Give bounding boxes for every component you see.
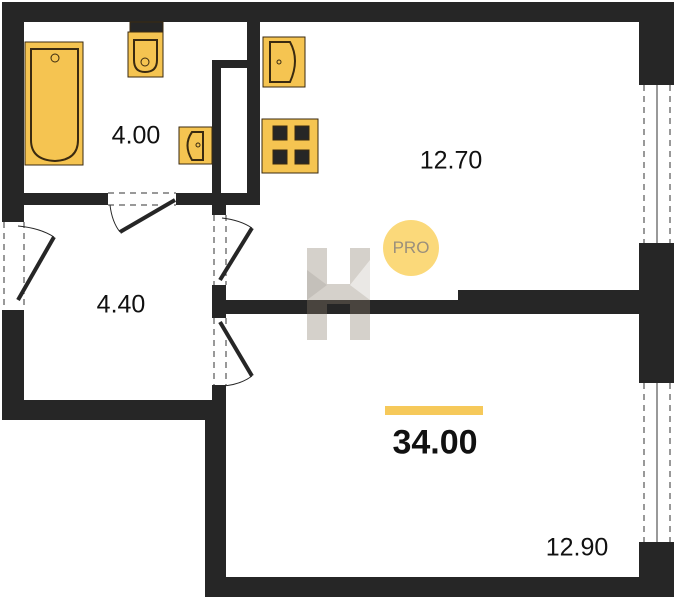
room-area-kitchen: 12.70	[419, 146, 483, 175]
pro-badge-text: PRO	[392, 238, 430, 257]
room-area-hallway: 4.40	[96, 290, 146, 319]
total-area: 34.00	[392, 423, 478, 462]
pro-badge: PRO	[383, 220, 439, 276]
watermark-logo	[307, 248, 370, 340]
fixtures	[24, 21, 319, 174]
total-area-accent-bar	[385, 406, 483, 415]
windows	[3, 85, 671, 542]
room-area-living-room: 12.90	[545, 533, 609, 562]
room-area-bathroom: 4.00	[111, 121, 161, 150]
doors	[16, 198, 254, 387]
toilet-tank	[129, 21, 164, 33]
stove	[261, 118, 319, 174]
vent	[24, 24, 37, 33]
